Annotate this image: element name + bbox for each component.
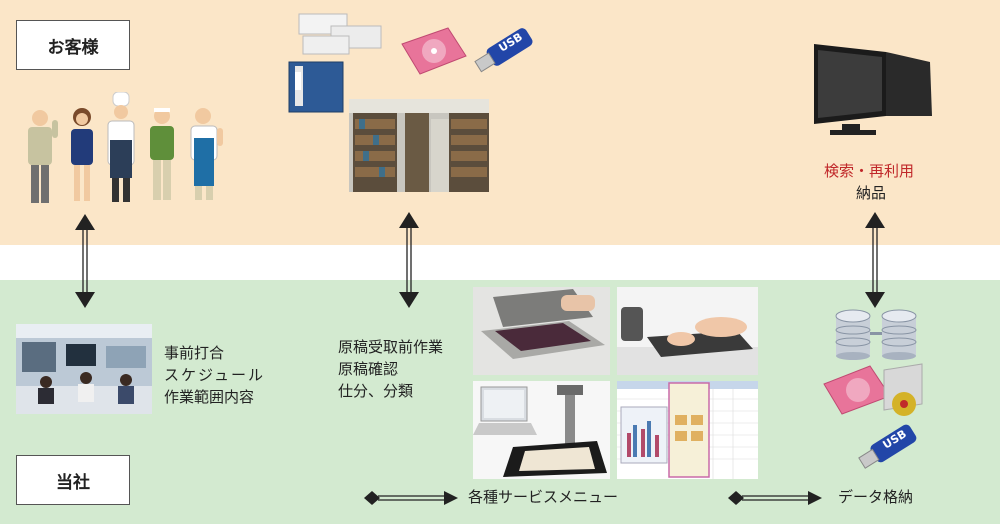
company-section-label: 当社 xyxy=(16,455,130,505)
meeting-line-3: 作業範囲内容 xyxy=(164,388,255,406)
prework-line-1: 原稿受取前作業 xyxy=(338,338,444,356)
documents-binders-icon xyxy=(285,10,385,115)
retrieval-reuse-text: 検索・再利用 xyxy=(824,162,915,180)
meeting-photo xyxy=(16,324,152,414)
customer-section-label: お客様 xyxy=(16,20,130,70)
meeting-line-1: 事前打合 xyxy=(164,344,225,362)
data-storage-text: データ格納 xyxy=(838,488,914,506)
delivery-text: 納品 xyxy=(856,184,887,202)
usb-drive-icon-2: USB xyxy=(852,418,924,478)
customer-band xyxy=(0,0,1000,245)
library-shelves-photo xyxy=(349,99,489,192)
person-icon xyxy=(71,108,93,201)
double-arrow-documents-prework xyxy=(396,212,422,308)
scanner-photo xyxy=(473,287,610,375)
overhead-scanner-photo xyxy=(473,381,610,479)
double-arrow-delivery-storage xyxy=(862,212,888,308)
horizontal-arrow-to-services xyxy=(362,489,458,507)
cd-media-icon xyxy=(822,362,926,418)
usb-drive-icon: USB xyxy=(470,22,540,80)
monitor-icon xyxy=(812,42,938,137)
person-icon xyxy=(190,108,223,200)
person-icon xyxy=(28,110,58,203)
person-icon xyxy=(150,108,174,200)
customer-people-illustration xyxy=(20,92,235,210)
cd-case-icon xyxy=(398,26,470,76)
person-icon xyxy=(107,92,135,202)
horizontal-arrow-to-storage xyxy=(726,489,822,507)
keyboard-typing-photo xyxy=(617,287,758,375)
double-arrow-customer-meeting xyxy=(72,214,98,308)
service-menu-text: 各種サービスメニュー xyxy=(468,488,619,506)
prework-line-2: 原稿確認 xyxy=(338,360,399,378)
meeting-line-2: スケジュール xyxy=(164,366,265,384)
spreadsheet-screen-photo xyxy=(617,381,758,479)
prework-line-3: 仕分、分類 xyxy=(338,382,414,400)
database-servers-icon xyxy=(834,306,920,360)
